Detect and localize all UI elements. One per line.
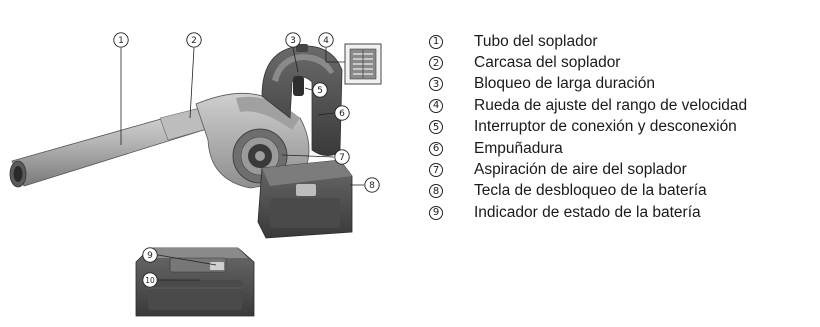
- blower-tube: [9, 107, 211, 188]
- callout-markers: 1 2 3 4 5 6 7 8 9 10: [113, 32, 380, 288]
- legend-number: 2: [429, 56, 443, 71]
- battery-mounted: [257, 159, 353, 239]
- parts-legend: 1 Tubo del soplador 2 Carcasa del soplador…: [429, 31, 748, 224]
- legend-number: 6: [429, 141, 443, 156]
- legend-number: 5: [429, 120, 443, 135]
- callout-7: 7: [339, 153, 345, 163]
- legend-text: Empuñadura: [474, 139, 563, 157]
- legend-item: 7 Aspiración de aire del soplador: [429, 159, 747, 180]
- callout-9: 9: [147, 251, 153, 261]
- legend-number: 4: [429, 98, 443, 113]
- legend-text: Rueda de ajuste del rango de velocidad: [474, 96, 748, 114]
- legend-number: 7: [429, 163, 443, 178]
- legend-text: Interruptor de conexión y desconexión: [474, 118, 737, 136]
- battery-status-indicator: [210, 262, 224, 270]
- handle: [261, 44, 343, 156]
- legend-text: Indicador de estado de la batería: [474, 203, 701, 221]
- legend-item: 5 Interruptor de conexión y desconexión: [429, 117, 747, 138]
- legend-item: 1 Tubo del soplador: [429, 31, 747, 52]
- legend-item: 9 Indicador de estado de la batería: [429, 202, 747, 223]
- long-duration-lock: [296, 44, 308, 52]
- legend-text: Carcasa del soplador: [474, 54, 621, 72]
- legend-item: 3 Bloqueo de larga duración: [429, 74, 747, 95]
- callout-leader-lines: [120, 47, 364, 281]
- callout-6: 6: [339, 109, 345, 119]
- legend-item: 4 Rueda de ajuste del rango de velocidad: [429, 95, 748, 116]
- legend-number: 9: [429, 205, 443, 220]
- legend-number: 8: [429, 184, 443, 199]
- speed-wheel-inset: [344, 43, 382, 85]
- legend-text: Tecla de desbloqueo de la batería: [474, 182, 707, 200]
- legend-text: Aspiración de aire del soplador: [474, 161, 687, 179]
- callout-1: 1: [118, 36, 124, 46]
- callout-5: 5: [317, 86, 323, 96]
- callout-4: 4: [323, 36, 329, 46]
- battery-detached: [135, 247, 255, 317]
- callout-10: 10: [145, 276, 155, 285]
- legend-item: 6 Empuñadura: [429, 138, 747, 159]
- callout-2: 2: [191, 36, 197, 46]
- on-off-switch: [293, 76, 304, 96]
- legend-number: 3: [429, 77, 443, 92]
- legend-number: 1: [429, 34, 443, 49]
- legend-item: 2 Carcasa del soplador: [429, 52, 747, 73]
- callout-3: 3: [290, 36, 296, 46]
- callout-8: 8: [369, 181, 375, 191]
- legend-item: 8 Tecla de desbloqueo de la batería: [429, 181, 747, 202]
- blower-illustration: 1 2 3 4 5 6 7 8 9 10: [9, 32, 382, 317]
- legend-text: Bloqueo de larga duración: [474, 75, 655, 93]
- legend-text: Tubo del soplador: [474, 32, 598, 50]
